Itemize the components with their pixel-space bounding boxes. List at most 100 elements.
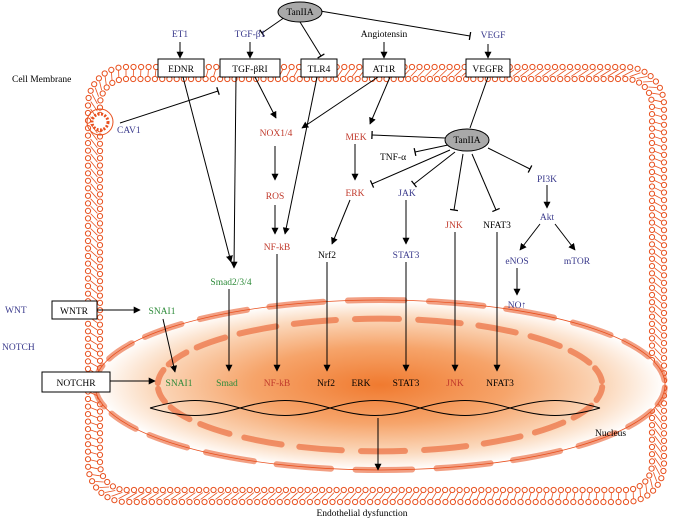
taniia-mid-ellipse — [444, 128, 490, 152]
membrane-tail — [155, 492, 167, 500]
membrane-tail — [654, 421, 662, 431]
membrane-tail — [90, 272, 98, 280]
membrane-bead — [636, 79, 643, 86]
membrane-bead — [311, 486, 318, 494]
membrane-bead — [104, 494, 111, 501]
membrane-bead — [641, 68, 648, 75]
membrane-bead — [126, 498, 133, 506]
membrane-bead — [648, 248, 656, 255]
membrane-bead — [492, 486, 499, 494]
membrane-bead — [648, 197, 656, 204]
membrane-bead — [652, 78, 660, 85]
membrane-tail — [654, 406, 662, 416]
membrane-bead — [84, 185, 92, 192]
membrane-bead — [97, 97, 104, 104]
notchr-box — [41, 371, 111, 393]
membrane-bead — [549, 75, 557, 83]
ednr-box — [157, 58, 205, 78]
membrane-bead — [648, 299, 656, 306]
membrane-bead — [550, 486, 557, 494]
membrane-bead — [352, 498, 359, 506]
membrane-bead — [239, 498, 246, 506]
nuclear-envelope-segment — [165, 349, 190, 368]
membrane-tail — [94, 87, 99, 97]
membrane-tail — [642, 81, 653, 83]
membrane-bead — [84, 350, 92, 357]
membrane-bead — [96, 162, 104, 169]
membrane-bead — [520, 75, 528, 83]
membrane-tail — [654, 326, 662, 334]
membrane-bead — [648, 190, 656, 197]
membrane-bead — [442, 486, 449, 494]
membrane-bead — [648, 154, 656, 161]
tlr4-label: TLR4 — [308, 65, 331, 75]
membrane-bead — [348, 63, 355, 71]
membrane-bead — [528, 75, 535, 83]
membrane-bead — [648, 255, 656, 262]
membrane-bead — [647, 73, 654, 80]
membrane-bead — [660, 302, 668, 309]
membrane-bead — [547, 498, 554, 506]
membrane-bead — [144, 75, 151, 83]
membrane-tail — [653, 472, 658, 482]
membrane-bead — [239, 486, 246, 494]
membrane-tail — [543, 492, 547, 500]
membrane-bead — [627, 64, 634, 71]
membrane-tail — [549, 69, 560, 77]
nuclear-envelope-segment — [236, 323, 280, 337]
membrane-tail — [439, 492, 444, 500]
membrane-bead — [85, 94, 92, 102]
membrane-bead — [96, 249, 104, 256]
membrane-bead — [163, 498, 170, 506]
membrane-tail — [90, 235, 98, 243]
membrane-tail — [349, 492, 357, 500]
nuclear-envelope-segment — [421, 443, 470, 453]
membrane-bead — [209, 75, 216, 83]
membrane-bead — [660, 181, 668, 189]
ros-label: ROS — [266, 192, 284, 202]
membrane-tail — [304, 492, 313, 500]
tnfa-label: TNF-α — [380, 153, 406, 163]
membrane-bead — [660, 452, 668, 460]
membrane-tail — [111, 492, 123, 497]
membrane-tail — [654, 187, 662, 192]
membrane-tail — [654, 238, 662, 244]
membrane-tail — [99, 486, 110, 488]
membrane-bead — [96, 256, 104, 263]
membrane-bead — [336, 498, 344, 506]
membrane-bead — [439, 63, 446, 71]
membrane-bead — [660, 121, 668, 128]
smad-nucleus-label: Smad — [216, 379, 238, 389]
membrane-bead — [84, 162, 92, 169]
membrane-bead — [648, 111, 656, 118]
membrane-bead — [96, 328, 104, 335]
membrane-bead — [84, 245, 92, 252]
membrane-bead — [648, 342, 656, 349]
membrane-bead — [84, 140, 92, 147]
snai1-nucleus-label: SNAI1 — [166, 379, 193, 389]
membrane-tail — [551, 492, 554, 500]
membrane-tail — [90, 131, 98, 141]
membrane-tail — [286, 69, 291, 77]
membrane-bead — [660, 460, 668, 467]
membrane-tail — [104, 490, 116, 493]
membrane-tail — [90, 452, 98, 455]
membrane-bead — [405, 75, 412, 83]
membrane-bead — [101, 70, 108, 77]
membrane-bead — [648, 103, 656, 111]
membrane-bead — [217, 486, 224, 494]
membrane-bead — [96, 299, 104, 306]
membrane-bead — [499, 486, 507, 494]
membrane-tail — [90, 228, 98, 236]
membrane-bead — [209, 498, 216, 506]
membrane-tail — [90, 138, 98, 148]
nuclear-envelope-segment — [273, 461, 334, 472]
nuclear-envelope-segment — [433, 460, 494, 472]
membrane-bead — [289, 75, 296, 83]
membrane-bead — [397, 498, 404, 506]
membrane-bead — [389, 498, 396, 506]
membrane-bead — [660, 114, 668, 121]
membrane-tail — [541, 69, 552, 77]
caveola — [86, 108, 114, 136]
